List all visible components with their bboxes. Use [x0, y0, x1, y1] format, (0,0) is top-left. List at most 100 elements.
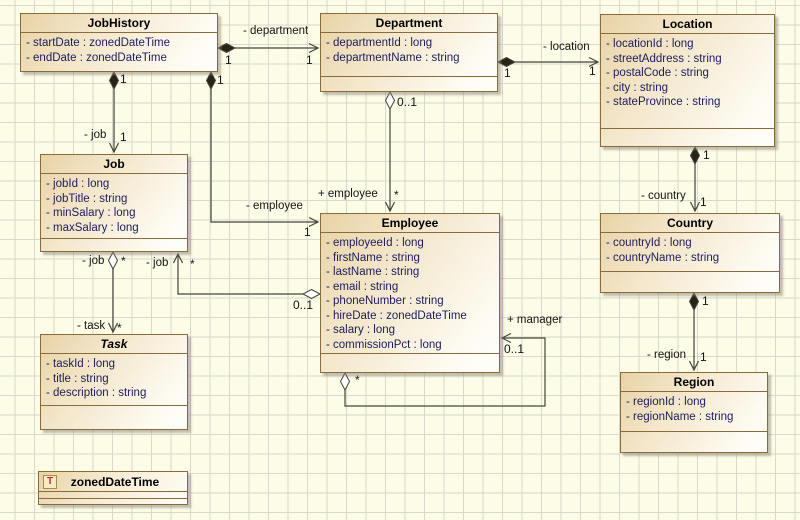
- attribute: - employeeId : long: [326, 237, 424, 249]
- composition-diamond: [688, 291, 700, 312]
- class-title-department: Department: [375, 16, 443, 30]
- class-attributes-department: - departmentId : long- departmentName : …: [321, 32, 497, 76]
- role-label: - task: [77, 320, 106, 332]
- attribute: - commissionPct : long: [326, 338, 442, 351]
- edge-department-location[interactable]: [496, 56, 600, 68]
- attribute: - jobTitle : string: [46, 192, 128, 205]
- multiplicity-label: 1: [703, 148, 710, 162]
- attribute: - regionName : string: [626, 410, 734, 423]
- edge-location-country[interactable]: [689, 145, 701, 213]
- edge-employee-job[interactable]: [172, 252, 322, 300]
- attribute: - countryName : string: [606, 251, 720, 264]
- empty-compartment: [621, 431, 767, 452]
- attribute: - jobId : long: [46, 178, 110, 190]
- attribute: - endDate : zonedDateTime: [26, 51, 167, 64]
- attribute: - startDate : zonedDateTime: [26, 37, 171, 49]
- class-attributes-country: - countryId : long- countryName : string: [601, 232, 779, 271]
- role-label: - job: [84, 129, 107, 141]
- open-arrowhead: [108, 142, 120, 154]
- class-department[interactable]: Department - departmentId : long- departm…: [320, 13, 498, 92]
- role-label: + manager: [507, 314, 563, 326]
- attribute: - minSalary : long: [46, 207, 136, 219]
- datatype-title-row: T zonedDateTime: [39, 472, 187, 491]
- multiplicity-label: 1: [120, 72, 127, 86]
- edge-job-task[interactable]: [107, 250, 119, 334]
- multiplicity-label: *: [117, 321, 122, 335]
- class-title-location: Location: [662, 17, 713, 31]
- class-attributes-jobhistory: - startDate : zonedDateTime - endDate : z…: [21, 32, 217, 71]
- multiplicity-label: 1: [504, 66, 511, 80]
- class-job[interactable]: Job - jobId : long - jobTitle : string - mi…: [40, 154, 188, 252]
- multiplicity-label: 1: [217, 73, 224, 87]
- edge-jobhistory-department[interactable]: [216, 42, 320, 54]
- class-attributes-location: - locationId : long - streetAddress : str…: [601, 33, 774, 128]
- class-task[interactable]: Task - taskId : long - title : string - des…: [40, 334, 188, 430]
- role-label: - employee: [246, 200, 303, 212]
- multiplicity-label: 1: [304, 225, 311, 239]
- open-arrowhead: [384, 201, 396, 213]
- attribute: - salary : long: [326, 324, 396, 336]
- class-title-country: Country: [667, 216, 713, 230]
- attribute: - locationId : long: [606, 38, 694, 50]
- datatype-zoneddatetime[interactable]: T zonedDateTime: [38, 471, 188, 505]
- class-title-job: Job: [103, 157, 125, 171]
- edge-jobhistory-job[interactable]: [108, 70, 120, 154]
- open-arrowhead: [172, 252, 184, 264]
- open-arrowhead: [688, 360, 700, 372]
- class-jobhistory[interactable]: JobHistory - startDate : zonedDateTime - e…: [20, 13, 218, 72]
- attribute: - title : string: [46, 372, 109, 385]
- attribute: - streetAddress : string: [606, 52, 722, 65]
- multiplicity-label: 0..1: [293, 298, 314, 312]
- empty-compartment: [41, 405, 187, 429]
- aggregation-diamond: [107, 250, 119, 271]
- role-label: - location: [543, 41, 590, 53]
- class-title-employee: Employee: [381, 216, 439, 230]
- empty-compartment: [321, 76, 497, 91]
- multiplicity-label: *: [190, 257, 195, 271]
- datatype-name: zonedDateTime: [70, 474, 160, 489]
- attribute: - regionId : long: [626, 396, 706, 408]
- aggregation-diamond: [339, 371, 351, 392]
- multiplicity-label: 1: [702, 294, 709, 308]
- multiplicity-label: *: [121, 254, 126, 268]
- multiplicity-label: 1: [225, 53, 232, 67]
- class-region[interactable]: Region - regionId : long - regionName : st…: [620, 372, 768, 453]
- attribute: - departmentName : string: [326, 51, 460, 64]
- class-attributes-job: - jobId : long - jobTitle : string - minSa…: [41, 173, 187, 238]
- class-attributes-region: - regionId : long - regionName : string: [621, 391, 767, 431]
- datatype-t-icon: T: [43, 474, 57, 489]
- open-arrowhead: [308, 42, 320, 54]
- role-label: - job: [146, 257, 169, 269]
- role-label: - job: [82, 255, 105, 267]
- attribute: - description : string: [46, 387, 147, 399]
- multiplicity-label: 0..1: [504, 342, 525, 356]
- multiplicity-label: 0..1: [397, 95, 418, 109]
- multiplicity-label: 1: [120, 130, 127, 144]
- multiplicity-label: 1: [700, 195, 707, 209]
- role-label: + employee: [318, 188, 378, 200]
- multiplicity-label: *: [394, 188, 399, 202]
- class-title-task: Task: [100, 337, 128, 351]
- class-attributes-employee: - employeeId : long- firstName : string-…: [321, 232, 499, 353]
- role-label: - country: [641, 190, 686, 202]
- empty-compartment: [601, 271, 779, 292]
- empty-compartment: [41, 238, 187, 251]
- class-title-region: Region: [673, 375, 715, 389]
- attribute: - stateProvince : string: [606, 96, 721, 108]
- class-title-jobhistory: JobHistory: [87, 16, 151, 30]
- attribute: - hireDate : zonedDateTime: [326, 309, 467, 322]
- attribute: - taskId : long: [46, 358, 116, 370]
- attribute: - city : string: [606, 81, 668, 94]
- class-country[interactable]: Country - countryId : long- countryName :…: [600, 213, 780, 293]
- datatype-empty-compartment: [39, 497, 187, 505]
- aggregation-diamond: [384, 90, 396, 111]
- class-location[interactable]: Location - locationId : long - streetAddre…: [600, 14, 775, 147]
- edge-country-region[interactable]: [688, 291, 700, 372]
- attribute: - phoneNumber : string: [326, 295, 444, 307]
- multiplicity-label: 1: [589, 64, 596, 78]
- empty-compartment: [321, 353, 499, 372]
- composition-diamond: [205, 70, 217, 91]
- class-employee[interactable]: Employee - employeeId : long- firstName :…: [320, 213, 500, 373]
- multiplicity-label: *: [355, 373, 360, 387]
